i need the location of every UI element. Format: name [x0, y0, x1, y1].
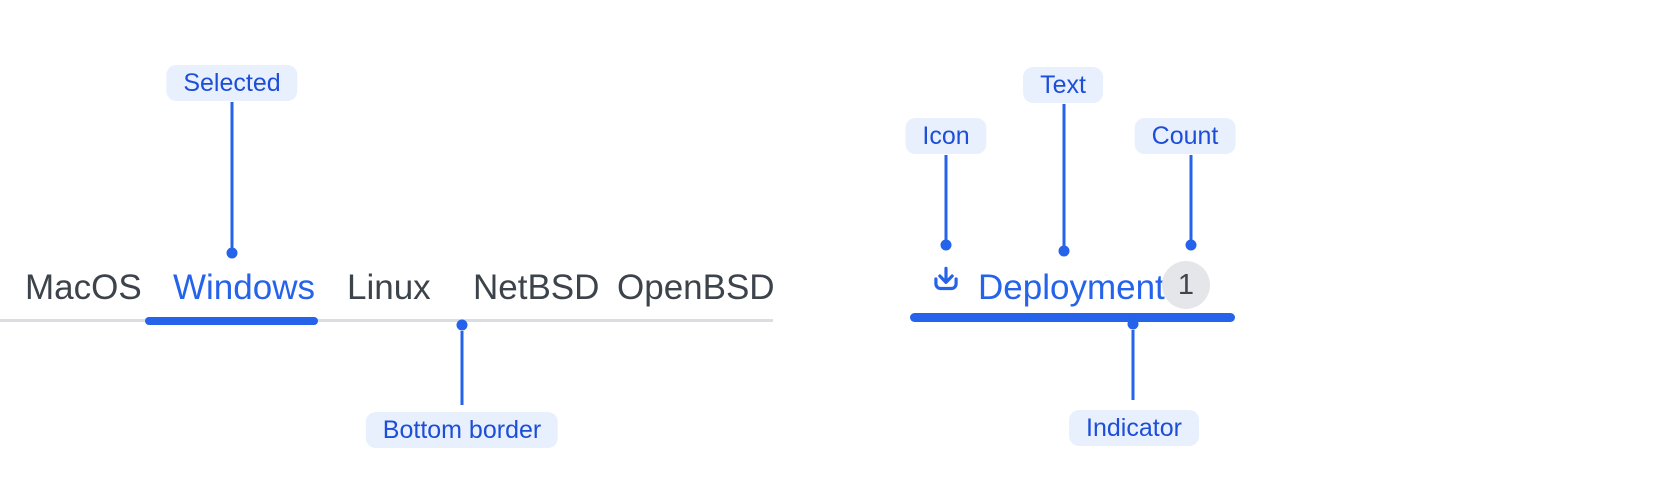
selected-annotation-label: Selected — [166, 65, 298, 101]
text-annotation-label: Text — [1023, 67, 1103, 103]
indicator-connector-dot — [1127, 318, 1139, 330]
selected-connector-line — [230, 102, 234, 248]
tab-windows[interactable]: Windows — [173, 268, 315, 307]
icon-annotation-label: Icon — [905, 118, 987, 154]
selected-tab-indicator — [910, 313, 1235, 322]
tab-openbsd[interactable]: OpenBSD — [617, 268, 775, 307]
count-connector-line — [1189, 155, 1193, 240]
tab-macos[interactable]: MacOS — [25, 268, 142, 307]
count-annotation-label: Count — [1134, 118, 1236, 154]
tab-deployments[interactable]: Deployments 1 — [910, 253, 1235, 325]
text-connector-dot — [1058, 245, 1070, 257]
count-connector-dot — [1185, 239, 1197, 251]
bottom-border-connector-line — [460, 331, 464, 405]
icon-connector-dot — [940, 239, 952, 251]
icon-connector-line — [944, 155, 948, 240]
indicator-annotation-label: Indicator — [1069, 410, 1199, 446]
tab-deployments-label: Deployments — [978, 268, 1183, 307]
tab-netbsd[interactable]: NetBSD — [473, 268, 600, 307]
tab-linux[interactable]: Linux — [347, 268, 431, 307]
bottom-border-connector-dot — [456, 319, 468, 331]
selected-connector-dot — [226, 247, 238, 259]
tab-count-badge: 1 — [1162, 261, 1210, 309]
text-connector-line — [1062, 104, 1066, 247]
download-icon — [929, 263, 963, 297]
bottom-border-annotation-label: Bottom border — [365, 412, 559, 448]
indicator-connector-line — [1131, 330, 1135, 400]
selected-tab-underline — [145, 316, 318, 325]
tabs-bottom-border — [0, 319, 773, 322]
